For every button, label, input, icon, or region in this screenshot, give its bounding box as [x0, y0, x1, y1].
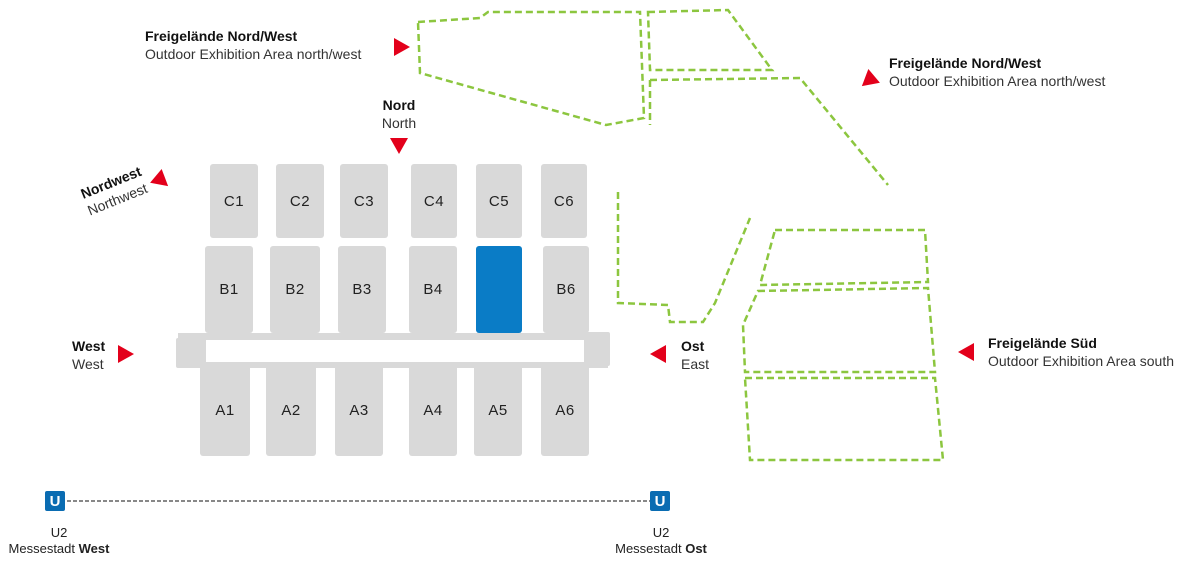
outdoor-area-north-west-2[interactable]: [646, 8, 775, 72]
outdoor-area-south-2[interactable]: [741, 286, 937, 374]
east-entrance-hall: [584, 332, 610, 366]
west-entrance-hall: [176, 338, 206, 368]
station-west-name: Messestadt: [8, 541, 76, 556]
outdoor-area-south-3[interactable]: [743, 376, 945, 462]
hall-c5[interactable]: C5: [476, 164, 522, 238]
station-west-name-wrap: Messestadt West: [4, 541, 114, 557]
entrance-marker-outdoor-south: [958, 343, 974, 361]
hall-b5-highlighted[interactable]: [476, 246, 522, 333]
label-outdoor-south: Freigelände Süd Outdoor Exhibition Area …: [988, 335, 1175, 369]
hall-a1[interactable]: A1: [200, 364, 250, 456]
outdoor-area-east-path: [616, 192, 752, 324]
outdoor-area-south-1[interactable]: [758, 228, 930, 287]
station-ost-name: Messestadt: [615, 541, 682, 556]
outdoor-area-north-west-1[interactable]: [416, 10, 646, 127]
hall-b4[interactable]: B4: [409, 246, 457, 333]
hall-c3[interactable]: C3: [340, 164, 388, 238]
entrance-marker-ost: [650, 345, 666, 363]
ubahn-west-icon[interactable]: U: [45, 491, 65, 511]
hall-b6[interactable]: B6: [543, 246, 589, 333]
label-entrance-west: West West: [72, 338, 106, 372]
station-west-line: U2: [50, 525, 68, 540]
entrance-marker-nord: [390, 138, 408, 154]
label-outdoor-north-west-right: Freigelände Nord/West Outdoor Exhibition…: [889, 55, 1106, 89]
hall-c6[interactable]: C6: [541, 164, 587, 238]
hall-a5[interactable]: A5: [474, 364, 522, 456]
hall-a3[interactable]: A3: [335, 364, 383, 456]
hall-a2[interactable]: A2: [266, 364, 316, 456]
entrance-marker-west: [118, 345, 134, 363]
ubahn-ost-icon[interactable]: U: [650, 491, 670, 511]
hall-b2[interactable]: B2: [270, 246, 320, 333]
station-west: U2 Messestadt West: [4, 525, 114, 557]
entrance-marker-outdoor-north-west-left: [394, 38, 410, 56]
label-entrance-ost: Ost East: [681, 338, 710, 372]
station-ost-line: U2: [652, 525, 670, 540]
hall-c4[interactable]: C4: [411, 164, 457, 238]
label-outdoor-north-west-left: Freigelände Nord/West Outdoor Exhibition…: [145, 28, 362, 62]
outdoor-area-north-west-3[interactable]: [649, 76, 889, 186]
hall-c2[interactable]: C2: [276, 164, 324, 238]
hall-c1[interactable]: C1: [210, 164, 258, 238]
station-west-suffix: West: [78, 541, 110, 556]
hall-a4[interactable]: A4: [409, 364, 457, 456]
hall-b1[interactable]: B1: [205, 246, 253, 333]
station-ost-suffix: Ost: [685, 541, 707, 556]
station-ost: U2 Messestadt Ost: [606, 525, 716, 557]
label-entrance-nord: Nord North: [381, 97, 417, 131]
corridor-gap: [178, 340, 608, 362]
station-ost-name-wrap: Messestadt Ost: [606, 541, 716, 557]
hall-b3[interactable]: B3: [338, 246, 386, 333]
hall-a6[interactable]: A6: [541, 364, 589, 456]
